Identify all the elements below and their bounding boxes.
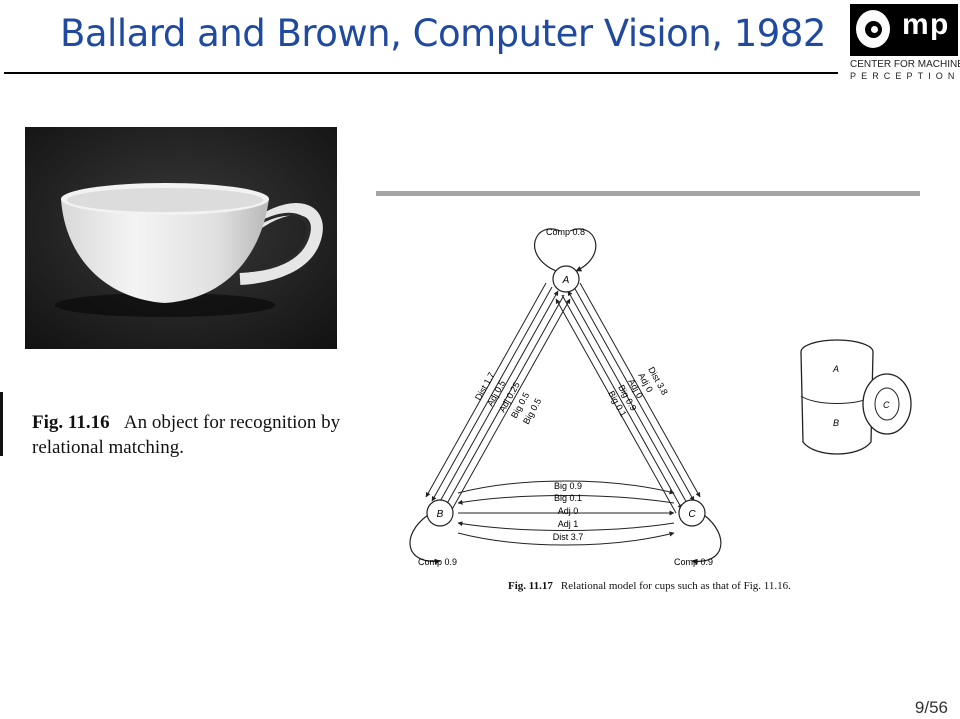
edge-a-c [555, 282, 701, 514]
sketch-b-label: B [833, 418, 839, 428]
self-loop-a [534, 228, 597, 271]
eye-icon [856, 10, 890, 48]
self-loop-c [691, 514, 722, 565]
fig16-caption: Fig. 11.16 An object for recognition by … [32, 410, 362, 460]
sketch-c-label: C [883, 400, 890, 410]
edge-bc-label: Adj 1 [558, 519, 579, 529]
cup-sketch: A B C [800, 339, 912, 455]
fig17-number: Fig. 11.17 [508, 580, 553, 592]
logo-mark: m p [850, 4, 958, 56]
fig16-text: An object for recognition by relational … [32, 412, 341, 458]
teacup-photo [25, 127, 337, 349]
loop-a-label: Comp 0.8 [546, 227, 585, 237]
node-a-label: A [562, 275, 570, 286]
logo-text-line1: CENTER FOR MACHINE [850, 59, 960, 70]
edge-b-c [457, 480, 675, 546]
page-number: 9/56 [914, 698, 948, 717]
slide-title: Ballard and Brown, Computer Vision, 1982 [60, 12, 826, 55]
caption-marker [0, 392, 3, 456]
logo-letter-m: m [902, 8, 929, 41]
sketch-a-label: A [832, 364, 839, 374]
cmp-logo: m p CENTER FOR MACHINE PERCEPTION [846, 2, 960, 84]
edge-bc-label: Adj 0 [558, 506, 579, 516]
logo-text-line2: PERCEPTION [850, 71, 960, 81]
loop-b-label: Comp 0.9 [418, 557, 457, 567]
loop-c-label: Comp 0.9 [674, 557, 713, 567]
fig16-number: Fig. 11.16 [32, 412, 110, 433]
edge-bc-label: Dist 3.7 [553, 532, 584, 542]
fig17-caption: Fig. 11.17 Relational model for cups such… [508, 580, 791, 592]
self-loop-b [409, 514, 441, 565]
fig17-text: Relational model for cups such as that o… [560, 580, 791, 592]
node-c-label: C [688, 509, 696, 520]
edge-bc-label: Big 0.9 [554, 481, 582, 491]
divider-bar [376, 191, 920, 196]
relational-model-diagram: A B C Comp 0.8 Comp 0.9 Comp 0.9 Dist 1.… [409, 227, 722, 567]
edge-bc-label: Big 0.1 [554, 493, 582, 503]
node-b-label: B [437, 509, 444, 520]
title-divider [4, 72, 838, 74]
logo-letter-p: p [930, 8, 949, 41]
edge-a-b [425, 282, 571, 514]
